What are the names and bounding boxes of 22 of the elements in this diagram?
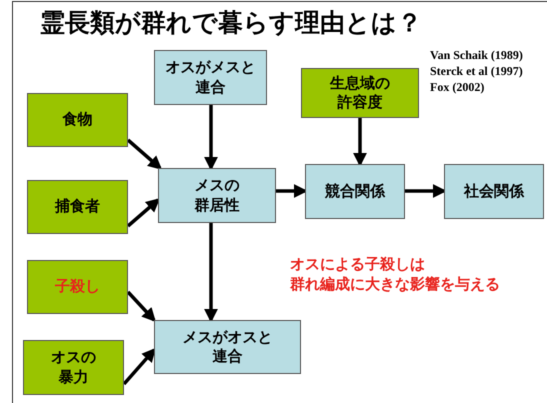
process-box: 社会関係	[444, 164, 544, 219]
process-box: 競合関係	[305, 164, 405, 219]
arrow	[204, 105, 218, 171]
factor-box: 捕食者	[27, 180, 128, 234]
note-text: オスによる子殺しは群れ編成に大きな影響を与える	[290, 255, 501, 294]
factor-box: オスの暴力	[23, 340, 124, 395]
factor-box: 子殺し	[27, 260, 128, 314]
arrow	[126, 198, 160, 228]
factor-box: 生息域の許容度	[301, 68, 419, 118]
arrow	[122, 348, 156, 386]
reference-text: Fox (2002)	[430, 80, 484, 96]
arrow	[204, 223, 218, 323]
reference-text: Sterck et al (1997)	[430, 64, 523, 80]
process-box: オスがメスと連合	[154, 50, 267, 105]
arrow	[353, 118, 367, 167]
factor-box: 食物	[27, 93, 128, 147]
process-box: メスがオスと連合	[154, 320, 301, 374]
process-box: メスの群居性	[158, 168, 276, 223]
title: 霊長類が群れで暮らす理由とは？	[40, 7, 422, 39]
reference-text: Van Schaik (1989)	[430, 48, 523, 64]
arrow	[126, 290, 156, 322]
arrow	[126, 138, 162, 170]
